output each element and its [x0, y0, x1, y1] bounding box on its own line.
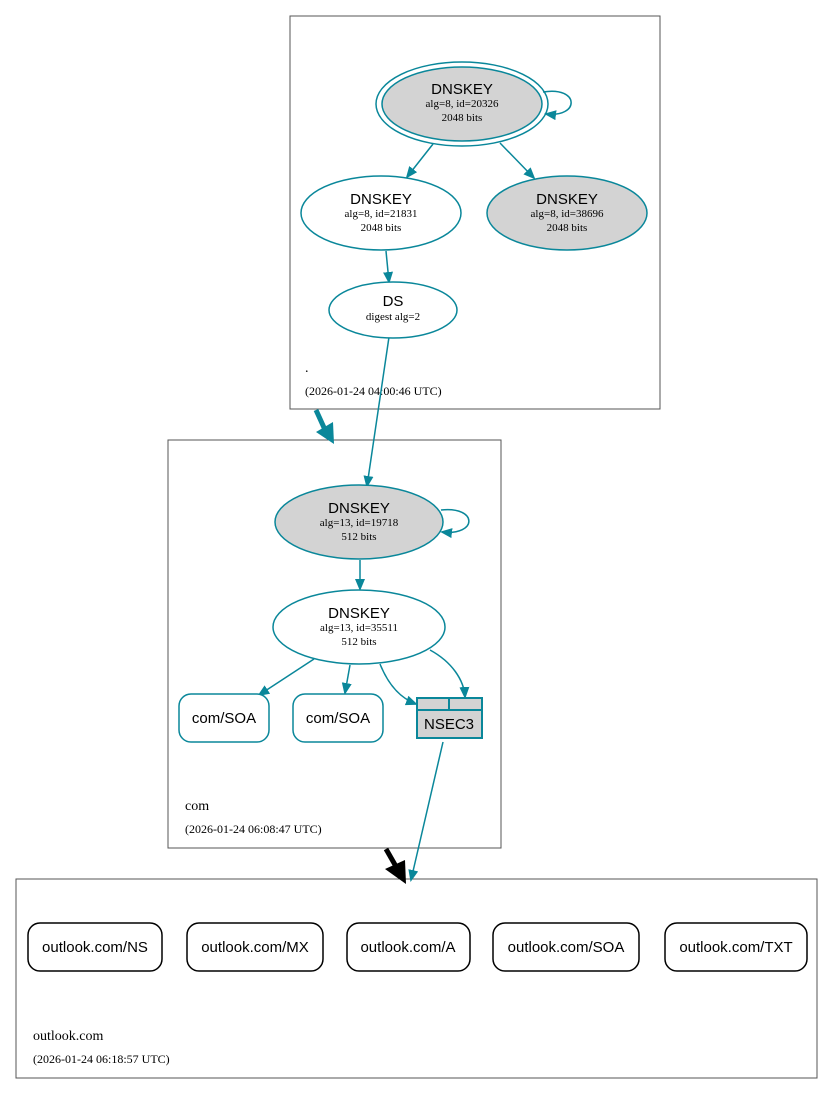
- edge-nsec3-to-outlook: [408, 741, 444, 882]
- node-com-zsk-line1: alg=13, id=35511: [320, 622, 398, 634]
- edge-com-zsk-to-nsec3-a: [379, 663, 418, 706]
- node-root-ksk-line1: alg=8, id=20326: [426, 98, 499, 110]
- node-root-ds-line1: digest alg=2: [366, 311, 420, 323]
- node-com-nsec3[interactable]: NSEC3: [416, 697, 483, 739]
- delegation-arrow-root-to-com: [313, 408, 334, 444]
- edge-ds-to-com-ksk: [363, 336, 390, 488]
- node-root-key3-title: DNSKEY: [536, 191, 598, 208]
- edge-com-zsk-to-nsec3-b: [429, 649, 470, 699]
- node-root-zsk-line2: 2048 bits: [361, 222, 402, 234]
- node-com-soa-2[interactable]: com/SOA: [292, 693, 384, 743]
- edge-com-zsk-to-soa1: [257, 658, 315, 697]
- node-outlook-txt[interactable]: outlook.com/TXT: [664, 922, 808, 972]
- zone-root-box: [289, 15, 661, 410]
- node-com-soa-1[interactable]: com/SOA: [178, 693, 270, 743]
- node-com-soa-2-label: com/SOA: [306, 710, 370, 727]
- zone-outlook-timestamp: (2026-01-24 06:18:57 UTC): [33, 1052, 170, 1066]
- node-com-zsk-title: DNSKEY: [328, 605, 390, 622]
- zone-com-box: [167, 439, 502, 849]
- edge-com-ksk-self: [440, 508, 470, 539]
- node-outlook-a[interactable]: outlook.com/A: [346, 922, 471, 972]
- zone-outlook-box: [15, 878, 818, 1079]
- zone-com-timestamp: (2026-01-24 06:08:47 UTC): [185, 822, 322, 836]
- node-root-zsk[interactable]: DNSKEY alg=8, id=21831 2048 bits: [300, 175, 462, 251]
- node-outlook-mx-label: outlook.com/MX: [201, 939, 309, 956]
- edge-root-ksk-to-zsk: [405, 143, 434, 179]
- node-root-ksk[interactable]: DNSKEY alg=8, id=20326 2048 bits: [375, 61, 549, 147]
- node-root-ksk-title: DNSKEY: [431, 81, 493, 98]
- edge-root-ksk-to-key3: [499, 142, 536, 180]
- node-com-ksk-title: DNSKEY: [328, 500, 390, 517]
- node-root-zsk-line1: alg=8, id=21831: [345, 208, 418, 220]
- node-com-soa-1-label: com/SOA: [192, 710, 256, 727]
- zone-outlook-name: outlook.com: [33, 1029, 103, 1044]
- node-outlook-ns-label: outlook.com/NS: [42, 939, 148, 956]
- node-com-ksk[interactable]: DNSKEY alg=13, id=19718 512 bits: [274, 484, 444, 560]
- edge-root-ksk-self: [542, 90, 572, 121]
- zone-root-name: .: [305, 361, 309, 376]
- node-root-ds-title: DS: [383, 293, 404, 310]
- node-root-key3-line2: 2048 bits: [547, 222, 588, 234]
- node-root-ksk-line2: 2048 bits: [442, 112, 483, 124]
- node-com-zsk-line2: 512 bits: [341, 636, 376, 648]
- node-root-zsk-title: DNSKEY: [350, 191, 412, 208]
- node-outlook-ns[interactable]: outlook.com/NS: [27, 922, 163, 972]
- node-com-ksk-line1: alg=13, id=19718: [320, 517, 399, 529]
- delegation-arrow-com-to-outlook: [383, 847, 406, 884]
- node-outlook-a-label: outlook.com/A: [360, 939, 455, 956]
- node-root-ds[interactable]: DS digest alg=2: [328, 281, 458, 339]
- node-com-nsec3-label: NSEC3: [424, 716, 474, 733]
- node-outlook-soa[interactable]: outlook.com/SOA: [492, 922, 640, 972]
- node-outlook-soa-label: outlook.com/SOA: [508, 939, 625, 956]
- zone-com-name: com: [185, 799, 209, 814]
- node-outlook-txt-label: outlook.com/TXT: [679, 939, 792, 956]
- node-com-zsk[interactable]: DNSKEY alg=13, id=35511 512 bits: [272, 589, 446, 665]
- edge-com-zsk-to-soa2: [341, 664, 352, 695]
- node-outlook-mx[interactable]: outlook.com/MX: [186, 922, 324, 972]
- node-root-key3-line1: alg=8, id=38696: [531, 208, 604, 220]
- zone-root-timestamp: (2026-01-24 04:00:46 UTC): [305, 384, 442, 398]
- node-com-ksk-line2: 512 bits: [341, 531, 376, 543]
- node-root-key3[interactable]: DNSKEY alg=8, id=38696 2048 bits: [486, 175, 648, 251]
- edge-root-zsk-to-ds: [383, 250, 394, 284]
